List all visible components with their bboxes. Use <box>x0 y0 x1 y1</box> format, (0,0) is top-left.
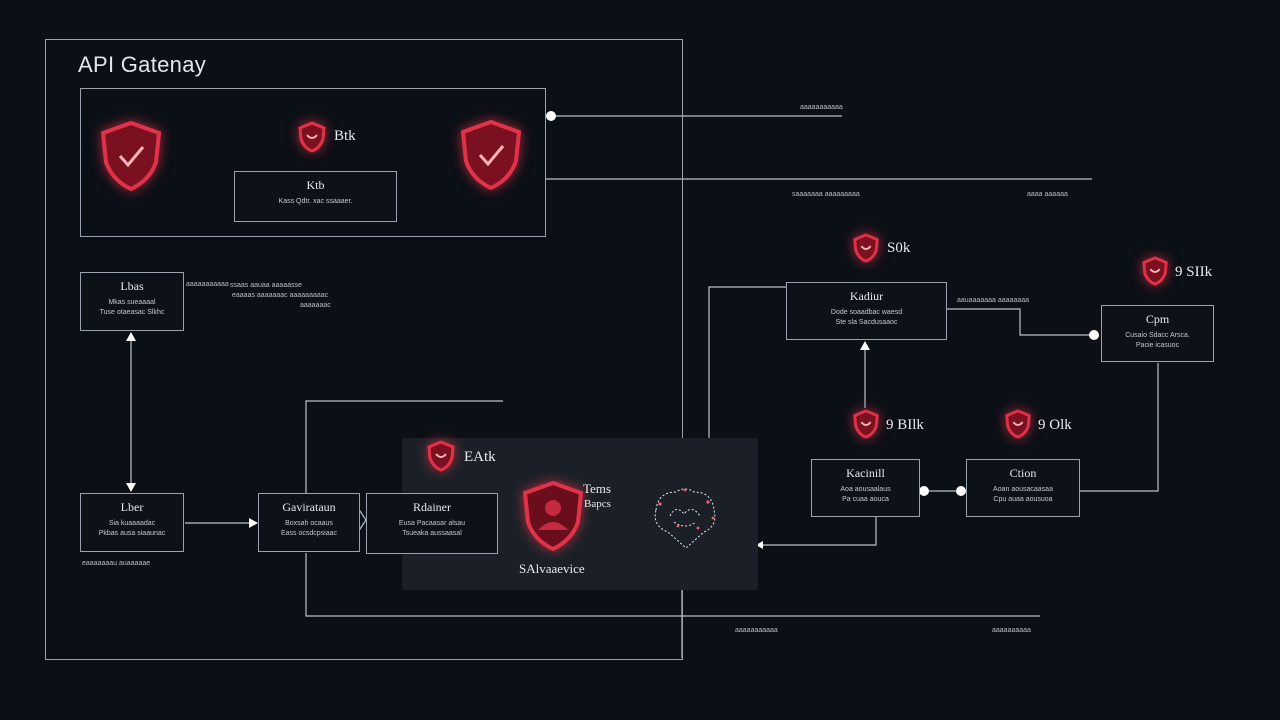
annotation: eaaaas aaaaaaac aaaaaaaaac <box>232 292 329 299</box>
shield-check-icon <box>100 120 162 192</box>
lbas-line2: Tuse otaeasac Slkhc <box>99 309 165 316</box>
annotation: ssaas aauaa aaaaasse <box>230 282 302 289</box>
annotation: saaaaaaa aaaaaaaaa <box>792 191 860 198</box>
kacinill-title: Kacinill <box>846 466 885 480</box>
ction-line1: Aoan aousacaasaa <box>993 486 1053 493</box>
gavirataun-node: Gavirataun Boxsah ocaaus Eass ocsdcpsiaa… <box>258 493 360 552</box>
lbas-node: Lbas Mkas sueaaaal Tuse otaeasac Slkhc <box>80 272 184 331</box>
kadiur-title: Kadiur <box>849 289 884 303</box>
rdainer-title: Rdainer <box>413 500 451 514</box>
annotation: aaaaaaac <box>300 302 331 309</box>
kadiur-node: Kadiur Dode soaadbac waesd Ste sla Sacdu… <box>786 282 947 340</box>
small-shield-icon <box>1142 256 1168 286</box>
kadiur-line2: Ste sla Sacdusaaoc <box>835 319 898 326</box>
cpm-line2: Pacie icasuoc <box>1135 342 1180 349</box>
rdainer-node: Rdainer Eusa Pacaasar alsau Tsueaka auss… <box>366 493 498 554</box>
ction-title: Ction <box>1009 466 1037 480</box>
small-shield-icon <box>853 233 879 263</box>
top-inner-subtitle: Kass Qdtr. xac ssaaaer. <box>278 198 353 205</box>
annotation: aaaaaaaaaaa <box>735 627 778 634</box>
lber-line1: Sia kuaaaadac <box>108 520 156 527</box>
top-inner-title: Ktb <box>306 178 325 192</box>
small-shield-icon <box>1005 409 1031 439</box>
tems-sub-label: Bapcs <box>584 498 611 510</box>
tag-label: 9 SIIk <box>1175 264 1213 280</box>
annotation: eaaaaaaau auaaaaae <box>82 560 151 567</box>
small-shield-icon <box>853 409 879 439</box>
annotation: aaaaaaaaaaa <box>800 104 843 111</box>
annotation: aaaaaaaaaa <box>992 627 1031 634</box>
gavirataun-title: Gavirataun <box>282 500 336 514</box>
lbas-title: Lbas <box>120 279 144 293</box>
network-brain-icon <box>654 488 716 549</box>
lbas-line1: Mkas sueaaaal <box>108 299 156 306</box>
kacinill-line1: Aoa aousaalaus <box>840 486 891 493</box>
annotation: aauaaaaaaa aaaaaaaa <box>957 297 1030 304</box>
user-shield-icon <box>522 480 584 552</box>
rdainer-line2: Tsueaka aussaasal <box>402 530 462 537</box>
api-gateway-frame <box>45 39 683 660</box>
cpm-line1: Cusaio Sdacc Arsca. <box>1125 332 1190 339</box>
shield-check-icon <box>460 119 522 191</box>
lber-line2: Pkbas ausa siaaunac <box>98 530 166 537</box>
gavirataun-line2: Eass ocsdcpsiaac <box>280 530 338 537</box>
cpm-node: Cpm Cusaio Sdacc Arsca. Pacie icasuoc <box>1101 305 1214 362</box>
tems-label: Tems <box>583 481 611 496</box>
ction-line2: Cpu auaa aousuoa <box>993 496 1053 503</box>
lber-node: Lber Sia kuaaaadac Pkbas ausa siaaunac <box>80 493 184 552</box>
top-badge-label: Btk <box>334 128 356 144</box>
small-shield-icon <box>427 440 455 472</box>
service-label: SAlvaaevice <box>519 561 585 576</box>
small-shield-icon <box>298 121 326 153</box>
panel-tag-label: EAtk <box>464 449 496 465</box>
diagram-title: API Gatenay <box>78 52 207 77</box>
top-panel <box>80 88 546 237</box>
kadiur-line1: Dode soaadbac waesd <box>830 309 903 316</box>
tag-label: 9 BIlk <box>886 417 924 433</box>
kacinill-node: Kacinill Aoa aousaalaus Pa cuaa aouca <box>811 459 920 517</box>
lber-title: Lber <box>120 500 144 514</box>
cpm-title: Cpm <box>1145 312 1170 326</box>
annotation: aaaa aaaaaa <box>1027 191 1068 198</box>
rdainer-line1: Eusa Pacaasar alsau <box>398 520 466 527</box>
tag-label: S0k <box>887 240 911 256</box>
ction-node: Ction Aoan aousacaasaa Cpu auaa aousuoa <box>966 459 1080 517</box>
gavirataun-line1: Boxsah ocaaus <box>285 520 333 527</box>
top-inner-box: Ktb Kass Qdtr. xac ssaaaer. <box>234 171 397 222</box>
tag-label: 9 Olk <box>1038 417 1072 433</box>
annotation: aaaaaaaaaaa <box>186 281 229 288</box>
kacinill-line2: Pa cuaa aouca <box>842 496 889 503</box>
